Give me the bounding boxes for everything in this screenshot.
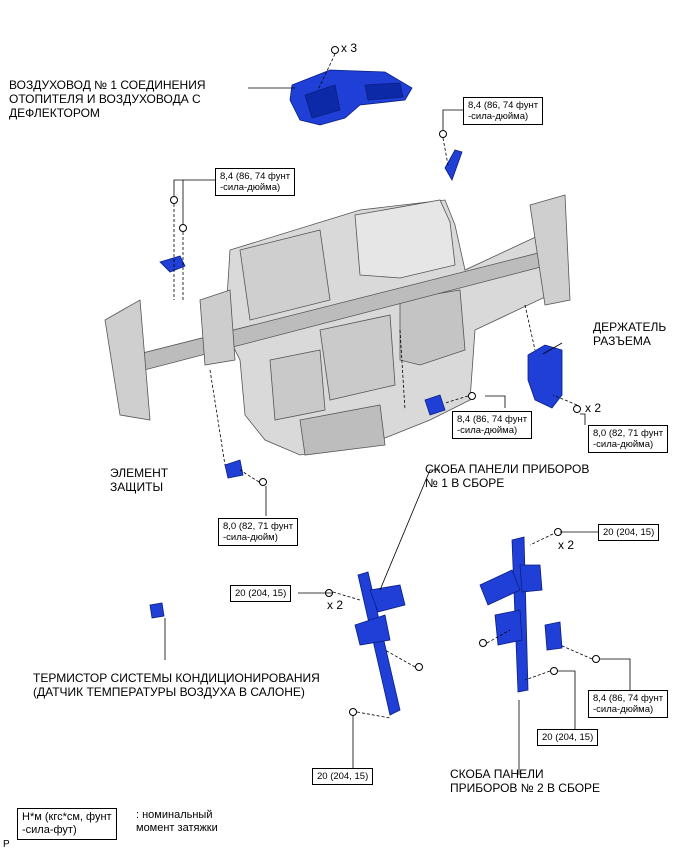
leader-lines: [164, 87, 631, 775]
dashed-lines: [173, 53, 593, 719]
torque-box: 8,4 (86, 74 фунт -сила-дюйма): [215, 168, 296, 196]
protector-label: ЭЛЕМЕНТ ЗАЩИТЫ: [110, 466, 169, 494]
bracket-2-part: [479, 536, 563, 693]
bracket-1-label: СКОБА ПАНЕЛИ ПРИБОРОВ № 1 В СБОРЕ: [425, 462, 590, 490]
bracket-1-part: [354, 571, 406, 716]
torque-box: 20 (204, 15): [598, 524, 660, 541]
torque-box: 8,4 (86, 74 фунт -сила-дюйма): [588, 690, 669, 718]
torque-box: 8,0 (82, 71 фунт -сила-дюйм): [218, 518, 299, 546]
torque-box: 20 (204, 15): [537, 729, 599, 746]
torque-box: 8,4 (86, 74 фунт -сила-дюйма): [463, 97, 544, 125]
corner-mark: P: [3, 839, 10, 850]
torque-box: 20 (204, 15): [312, 768, 374, 785]
small-brackets: [149, 149, 463, 619]
quantity-label: x 2: [327, 598, 344, 612]
holder-part: [527, 344, 563, 409]
duct-label: ВОЗДУХОВОД № 1 СОЕДИНЕНИЯ ОТОПИТЕЛЯ И ВО…: [9, 78, 206, 120]
bolts: [170, 46, 600, 716]
holder-label: ДЕРЖАТЕЛЬ РАЗЪЕМА: [593, 320, 667, 348]
legend-meaning: : номинальный момент затяжки: [136, 809, 218, 834]
torque-box: 8,4 (86, 74 фунт -сила-дюйма): [452, 411, 533, 439]
heater-assembly: [104, 194, 571, 456]
torque-box: 8,0 (82, 71 фунт -сила-дюйма): [588, 425, 669, 453]
torque-box: 20 (204, 15): [230, 585, 292, 602]
bracket-2-label: СКОБА ПАНЕЛИ ПРИБОРОВ № 2 В СБОРЕ: [450, 767, 601, 795]
quantity-label: x 3: [341, 41, 358, 55]
duct-part: [289, 69, 413, 126]
quantity-label: x 2: [585, 401, 602, 415]
quantity-label: x 2: [558, 538, 575, 552]
legend-unit: Н*м (кгс*см, фунт -сила-фут): [17, 808, 117, 840]
thermistor-label: ТЕРМИСТОР СИСТЕМЫ КОНДИЦИОНИРОВАНИЯ (ДАТ…: [33, 671, 320, 699]
